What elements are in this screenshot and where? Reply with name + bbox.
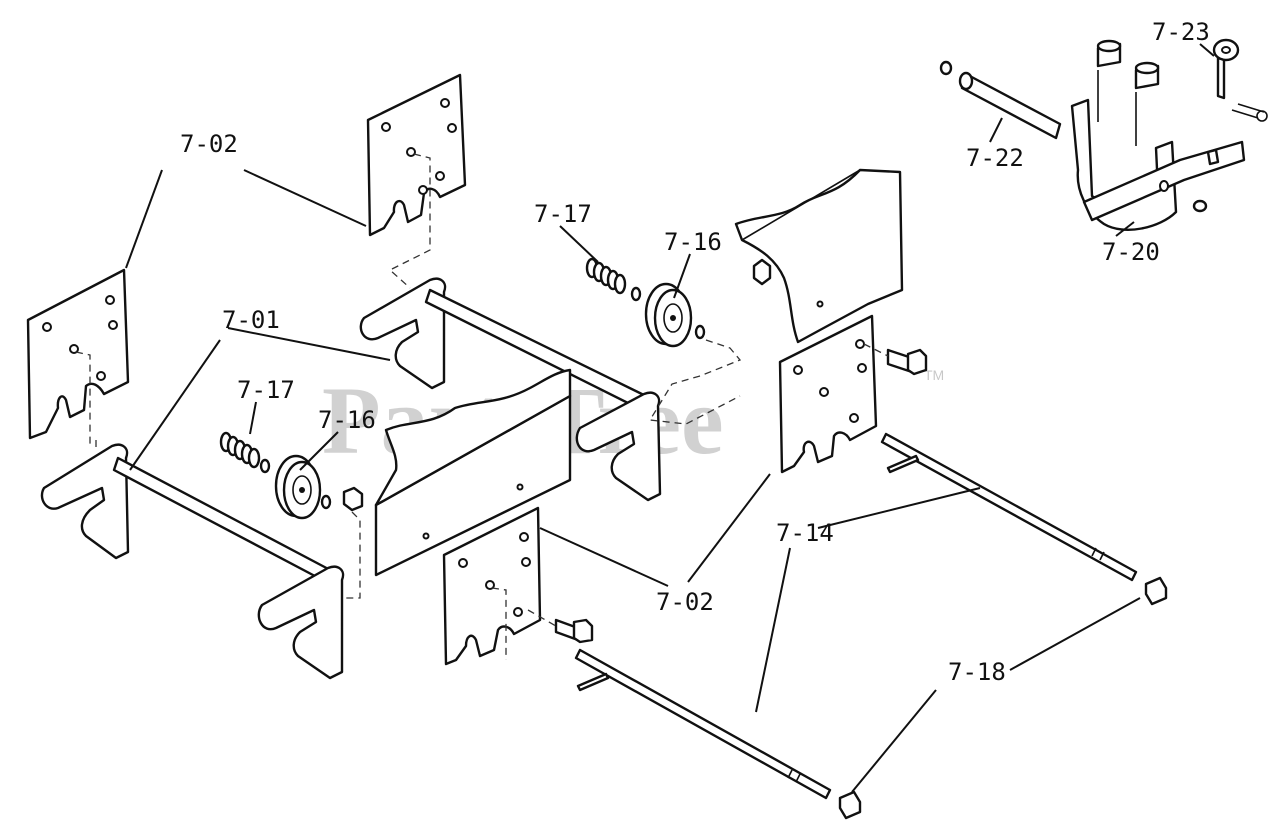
callout-7-16-left: 7-16: [318, 406, 376, 434]
spring-right[interactable]: [585, 257, 627, 295]
callout-7-17-left: 7-17: [237, 376, 295, 404]
mount-plate-left[interactable]: [26, 268, 130, 440]
nut-left[interactable]: [342, 486, 364, 512]
callout-7-01: 7-01: [222, 306, 280, 334]
callout-7-17-right: 7-17: [534, 200, 592, 228]
callout-7-22: 7-22: [966, 144, 1024, 172]
cap-bottom[interactable]: [838, 790, 862, 820]
cap-right[interactable]: [1144, 576, 1168, 606]
spring-left[interactable]: [219, 431, 261, 469]
idler-wheel-left[interactable]: [274, 454, 322, 520]
hitch-pin[interactable]: [939, 60, 1062, 140]
axle-bracket-left[interactable]: [40, 443, 345, 680]
washer-right-2[interactable]: [694, 324, 706, 340]
frame-section-right: [734, 168, 904, 344]
bolt-right[interactable]: [886, 348, 928, 376]
hitch-bracket[interactable]: [1070, 70, 1246, 231]
callout-7-14: 7-14: [776, 519, 834, 547]
axle-bracket-right[interactable]: [359, 277, 662, 502]
rod-bottom[interactable]: [574, 648, 832, 800]
callout-7-16-right: 7-16: [664, 228, 722, 256]
callout-7-02-bottom: 7-02: [656, 588, 714, 616]
callout-7-18: 7-18: [948, 658, 1006, 686]
bolt-bottom[interactable]: [554, 618, 594, 644]
idler-wheel-right[interactable]: [644, 282, 693, 348]
rod-right[interactable]: [880, 432, 1138, 582]
mount-plate-right[interactable]: [778, 314, 878, 474]
callout-7-23: 7-23: [1152, 18, 1210, 46]
hitch-clip[interactable]: [1212, 38, 1268, 122]
washer-right[interactable]: [630, 286, 642, 302]
mount-plate-bottom[interactable]: [442, 506, 542, 666]
frame-section-middle: [374, 368, 572, 577]
hitch-washer[interactable]: [1192, 199, 1208, 213]
callout-7-20: 7-20: [1102, 238, 1160, 266]
washer-left-2[interactable]: [320, 494, 332, 510]
washer-left[interactable]: [259, 458, 271, 474]
hitch-bushings[interactable]: [1096, 39, 1160, 90]
callout-7-02-top: 7-02: [180, 130, 238, 158]
watermark-trademark: TM: [924, 367, 944, 383]
